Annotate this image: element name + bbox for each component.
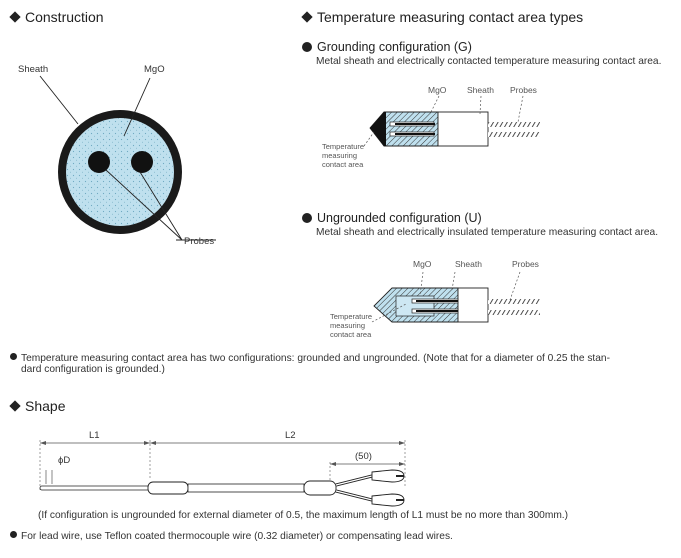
grounded-probes-label: Probes xyxy=(510,85,537,95)
grounded-description: Metal sheath and electrically contacted … xyxy=(316,56,662,67)
ungrounded-probes-label: Probes xyxy=(512,259,539,269)
ungrounded-description: Metal sheath and electrically insulated … xyxy=(316,227,659,238)
l1-label: L1 xyxy=(89,430,100,441)
fifty-label: (50) xyxy=(355,451,372,462)
dot-bullet-icon xyxy=(10,353,17,360)
sheath-cross-section xyxy=(58,110,182,234)
dot-bullet-icon xyxy=(302,42,312,52)
sheath-label: Sheath xyxy=(18,64,49,75)
diameter-label: ϕD xyxy=(58,455,71,466)
probes-label: Probes xyxy=(184,236,215,247)
diamond-bullet-icon xyxy=(9,400,21,412)
grounded-sheath-label: Sheath xyxy=(467,85,494,95)
max-length-note: (If configuration is ungrounded for exte… xyxy=(38,510,569,521)
probe-wire-left xyxy=(88,151,110,173)
grounded-contact-area-label: Temperature measuring contact area xyxy=(322,142,365,169)
mgo-label: MgO xyxy=(144,64,165,75)
ungrounded-contact-area-label: Temperature measuring contact area xyxy=(330,312,373,339)
contact-types-heading: Temperature measuring contact area types xyxy=(300,9,583,25)
dot-bullet-icon xyxy=(10,531,17,538)
configuration-note: Temperature measuring contact area has t… xyxy=(10,353,610,375)
ungrounded-sheath-label: Sheath xyxy=(455,259,482,269)
ungrounded-diagram xyxy=(371,271,540,323)
lead-wire-note: For lead wire, use Teflon coated thermoc… xyxy=(10,531,453,542)
grounded-mgo-label: MgO xyxy=(428,85,447,95)
shape-heading: Shape xyxy=(8,398,65,414)
construction-heading: Construction xyxy=(8,9,104,25)
grounded-title: Grounding configuration (G) xyxy=(302,40,472,54)
ungrounded-title: Ungrounded configuration (U) xyxy=(302,211,482,225)
ungrounded-mgo-label: MgO xyxy=(413,259,432,269)
probe-wire-right xyxy=(131,151,153,173)
grounded-diagram xyxy=(363,95,540,147)
dot-bullet-icon xyxy=(302,213,312,223)
l2-label: L2 xyxy=(285,430,296,441)
shape-drawing xyxy=(39,440,406,507)
